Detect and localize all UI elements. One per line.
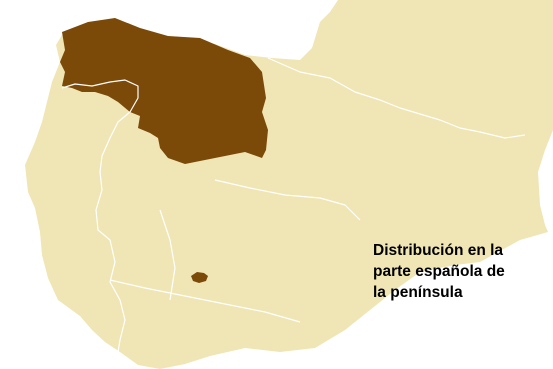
spain-portugal-border-north [61, 79, 139, 353]
caption-line-1: Distribución en la [373, 242, 504, 259]
borders [61, 57, 526, 353]
caption-line-3: la península [373, 284, 463, 301]
region-border-west [159, 209, 176, 301]
spain-france-border [267, 57, 526, 139]
distribution-region-northwest [60, 18, 268, 164]
caption-line-2: parte española de [373, 263, 505, 280]
region-border-south [109, 279, 301, 323]
distribution-patch-small [191, 272, 208, 283]
map-caption: Distribución en la parte española de la … [373, 240, 551, 303]
region-border-central [214, 179, 361, 221]
